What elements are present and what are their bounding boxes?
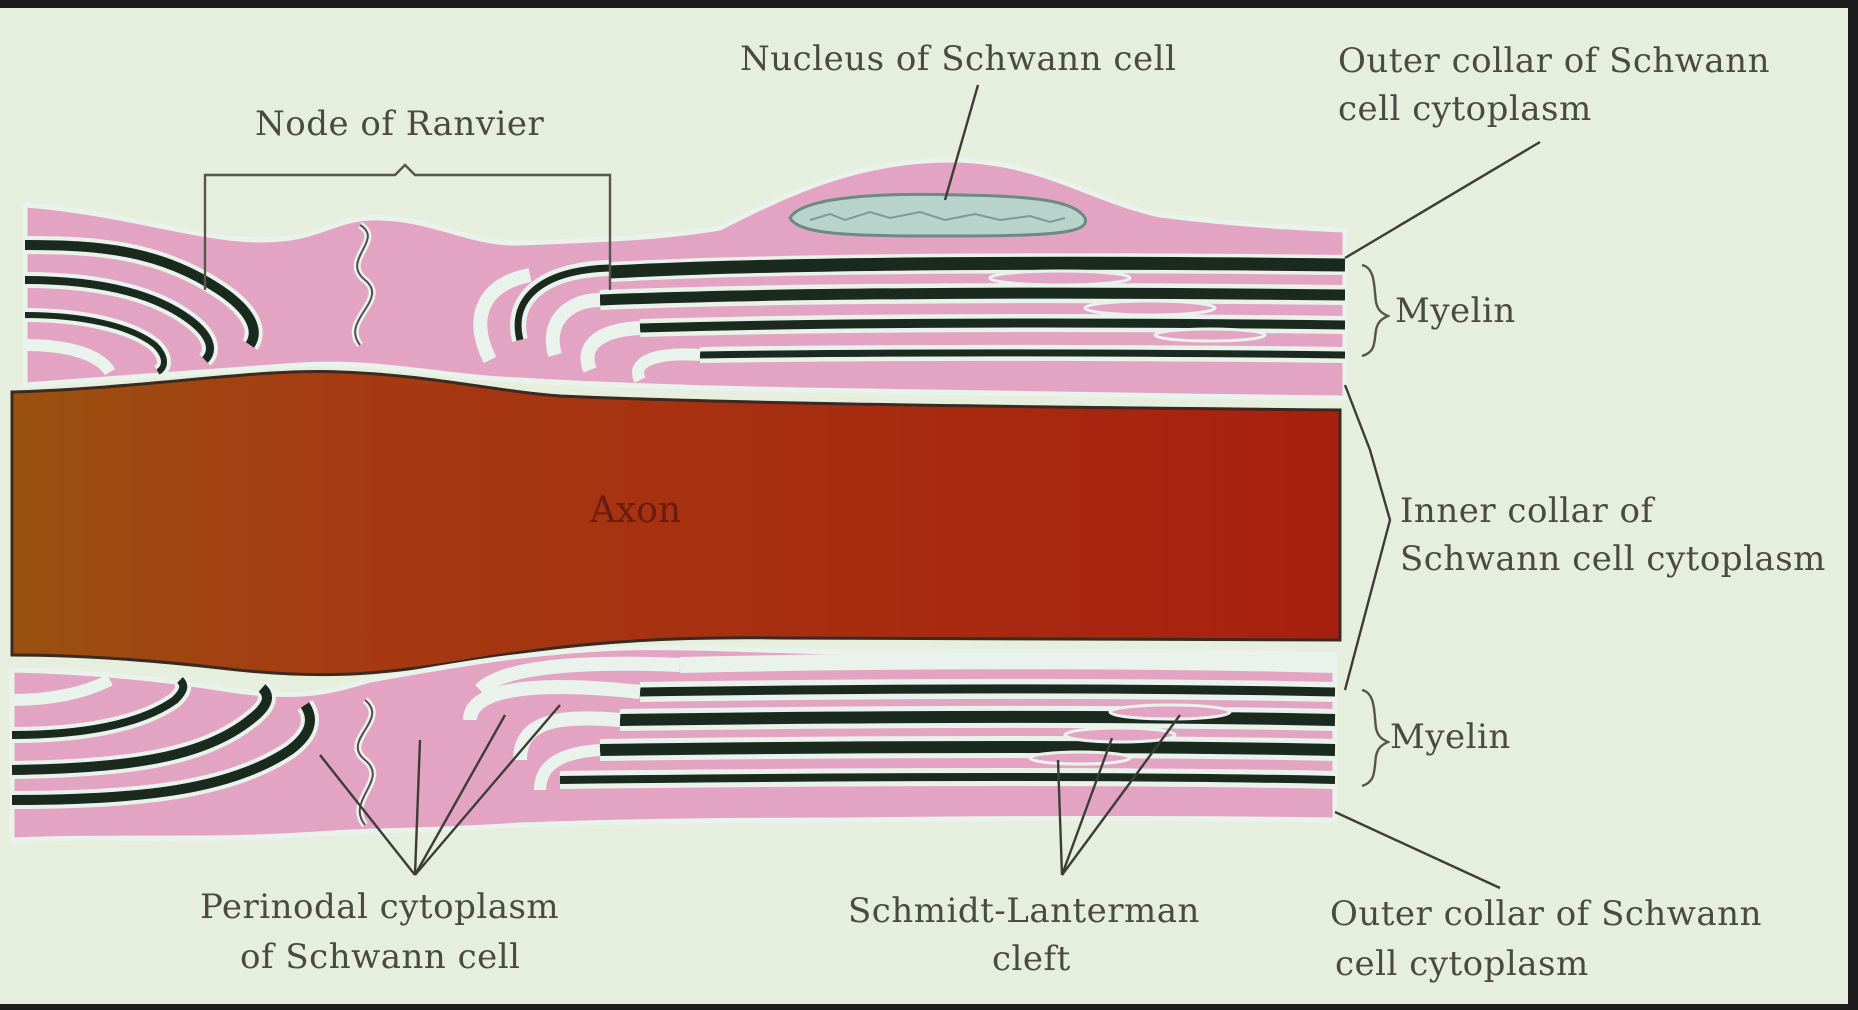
label-schmidt-line2: cleft [992,939,1071,979]
label-perinodal-line1: Perinodal cytoplasm [200,887,559,927]
label-schmidt-line1: Schmidt-Lanterman [848,891,1200,931]
label-nucleus: Nucleus of Schwann cell [740,39,1176,79]
label-myelin-bottom: Myelin [1390,717,1511,757]
label-myelin-top: Myelin [1395,291,1516,331]
label-outer-collar-bottom-line2: cell cytoplasm [1335,944,1589,984]
label-outer-collar-top-line1: Outer collar of Schwann [1338,41,1770,81]
label-inner-collar-line2: Schwann cell cytoplasm [1400,539,1826,579]
label-perinodal-line2: of Schwann cell [240,937,520,977]
label-outer-collar-top-line2: cell cytoplasm [1338,89,1592,129]
label-inner-collar-line1: Inner collar of [1400,491,1655,531]
label-axon: Axon [589,490,681,531]
label-node-of-ranvier: Node of Ranvier [255,104,545,144]
label-outer-collar-bottom-line1: Outer collar of Schwann [1330,894,1762,934]
